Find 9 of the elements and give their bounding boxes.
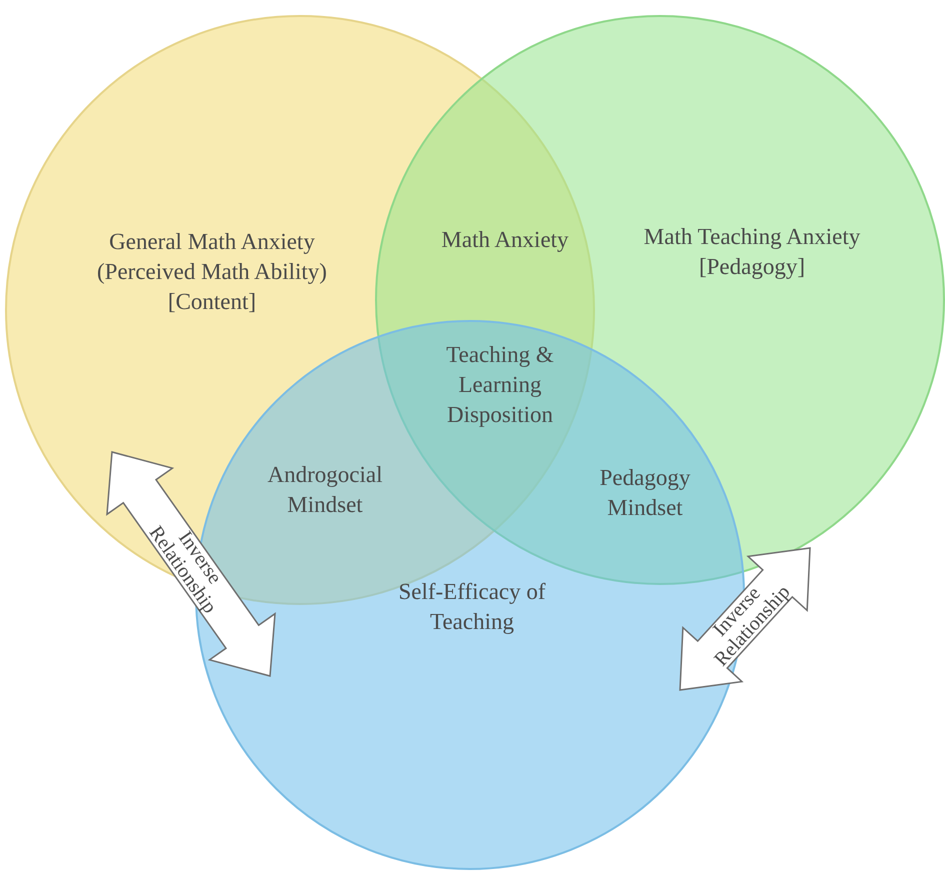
- circle-label: General Math Anxiety (Perceived Math Ability) [Content]: [96, 228, 328, 316]
- overlap-label: Androgocial Mindset: [266, 461, 384, 519]
- overlap-label: Pedagogy Mindset: [598, 464, 692, 522]
- double-arrow: [106, 451, 276, 677]
- double-arrow: [679, 547, 811, 691]
- overlap-label: Teaching & Learning Disposition: [445, 341, 555, 429]
- circle-label: Self-Efficacy of Teaching: [397, 578, 547, 636]
- circle-label: Math Teaching Anxiety [Pedagogy]: [642, 223, 862, 281]
- overlap-label: Math Anxiety: [440, 226, 570, 254]
